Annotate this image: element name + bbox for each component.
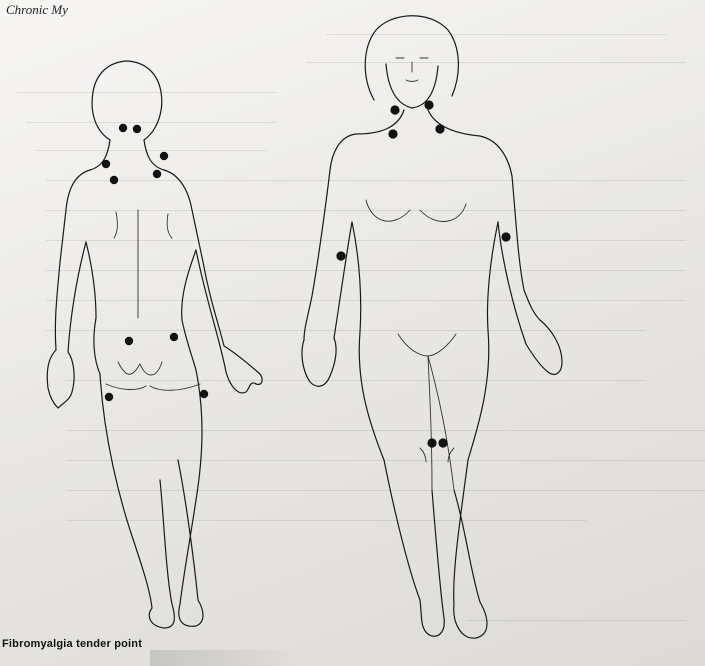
front-pubic <box>398 334 456 356</box>
front-left-leg <box>384 460 444 636</box>
tender-point <box>160 152 168 160</box>
tender-point <box>170 333 178 341</box>
tender-point <box>501 232 510 241</box>
back-left-torso <box>86 242 100 374</box>
tender-point <box>102 160 110 168</box>
back-right-hand <box>224 346 262 393</box>
tender-point <box>105 393 113 401</box>
front-left-inner-arm <box>334 222 352 338</box>
tender-point <box>133 125 141 133</box>
back-buttocks <box>118 362 162 375</box>
tender-point <box>336 251 345 260</box>
figure-caption: Fibromyalgia tender point <box>2 638 142 650</box>
front-eyes <box>396 58 428 82</box>
front-view-figure <box>302 16 562 638</box>
tender-point <box>110 176 118 184</box>
caption-smudge <box>150 650 300 666</box>
front-breasts <box>366 200 466 221</box>
front-right-side <box>428 110 540 320</box>
front-right-leg <box>454 460 487 638</box>
tender-point <box>438 438 447 447</box>
tender-point <box>424 100 433 109</box>
back-view-figure <box>47 61 262 628</box>
back-right-leg <box>178 370 203 626</box>
tender-point <box>390 105 399 114</box>
tender-point <box>435 124 444 133</box>
front-torso-right <box>468 222 498 460</box>
tender-point <box>388 129 397 138</box>
front-left-hand <box>302 338 336 386</box>
back-neck-shoulders-left <box>55 140 110 350</box>
back-right-torso <box>182 250 196 370</box>
tender-point <box>153 170 161 178</box>
front-right-inner-arm <box>498 222 526 344</box>
front-left-side <box>304 110 404 340</box>
tender-point <box>119 124 127 132</box>
back-view-outline <box>47 61 262 628</box>
back-left-inner-arm <box>68 242 86 352</box>
front-knee-marks <box>420 448 454 462</box>
back-gluteal-fold <box>106 384 200 390</box>
back-blade-left <box>114 212 117 238</box>
back-right-inner-arm <box>196 250 226 372</box>
tender-point <box>427 438 436 447</box>
back-left-hand <box>47 350 74 408</box>
tender-point <box>125 337 133 345</box>
front-view-outline <box>302 16 562 638</box>
front-right-hand <box>526 320 562 374</box>
front-hair <box>365 16 458 100</box>
back-left-leg <box>100 374 174 628</box>
back-blade-right <box>167 214 172 238</box>
tender-point <box>200 390 208 398</box>
front-torso-left <box>352 222 384 460</box>
front-inner-leg <box>428 356 454 490</box>
